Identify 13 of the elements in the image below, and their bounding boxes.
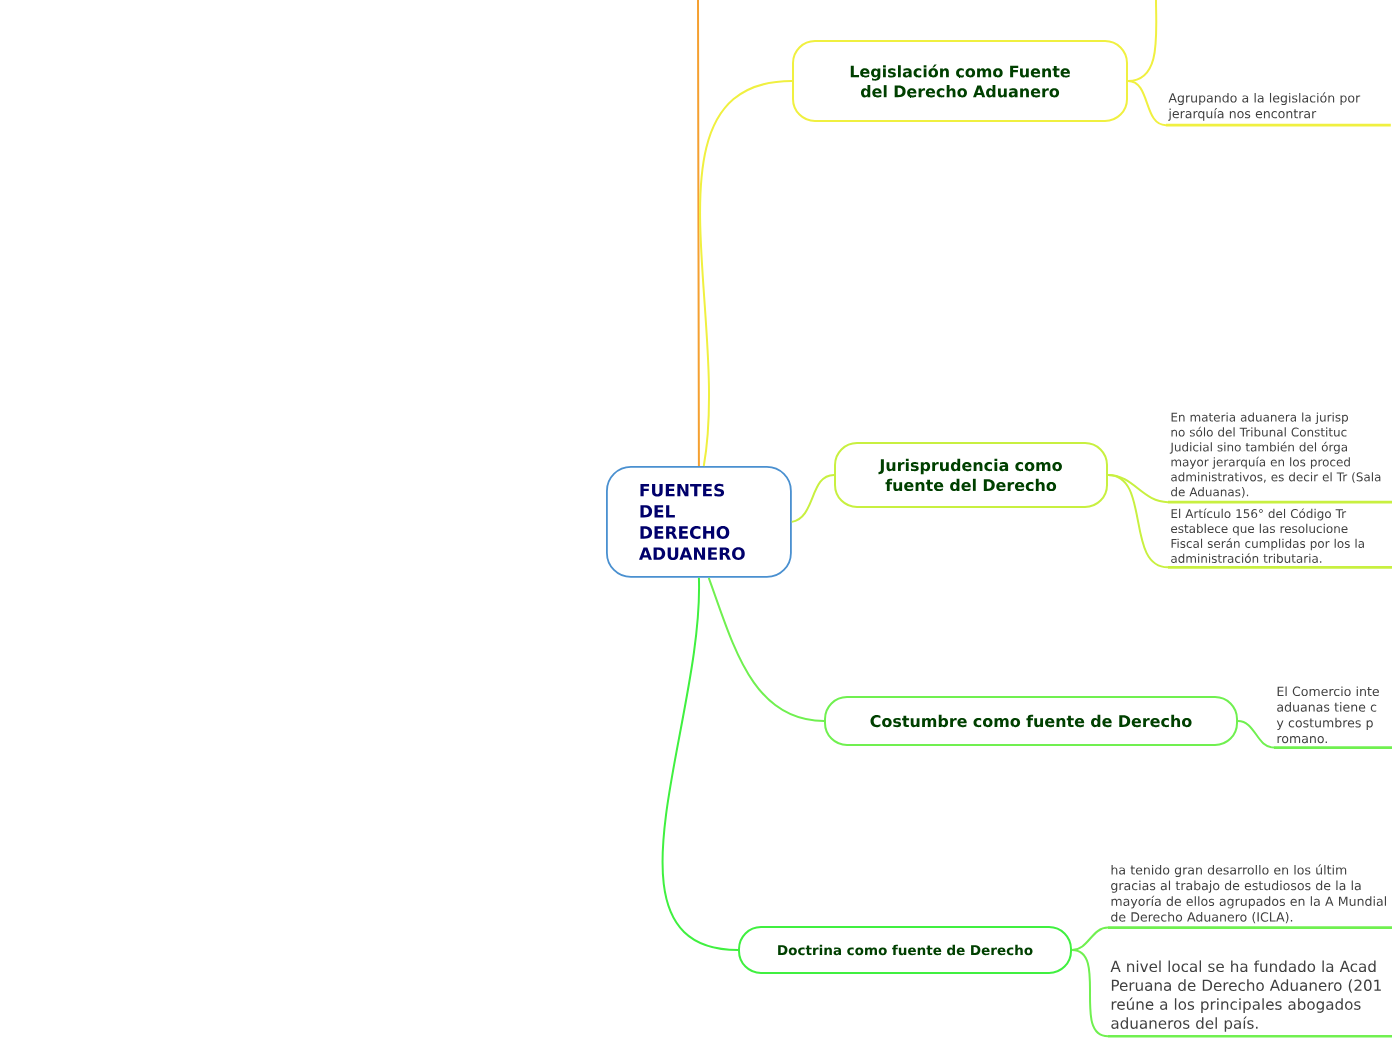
branch-line (1127, 80, 1167, 127)
root-topic-box: FUENTES DEL DERECHO ADUANERO (606, 466, 792, 578)
branch-line (1127, 0, 1158, 82)
branch-line (1071, 926, 1109, 951)
branch-line (699, 80, 793, 467)
branch-line (1107, 474, 1169, 569)
branch-line (707, 576, 825, 722)
branch-line (661, 576, 739, 951)
branch-line (1237, 720, 1275, 749)
branch-line (790, 474, 835, 523)
branch-line (1107, 474, 1169, 504)
branch-line (697, 0, 700, 467)
branch-line (1071, 949, 1109, 1038)
